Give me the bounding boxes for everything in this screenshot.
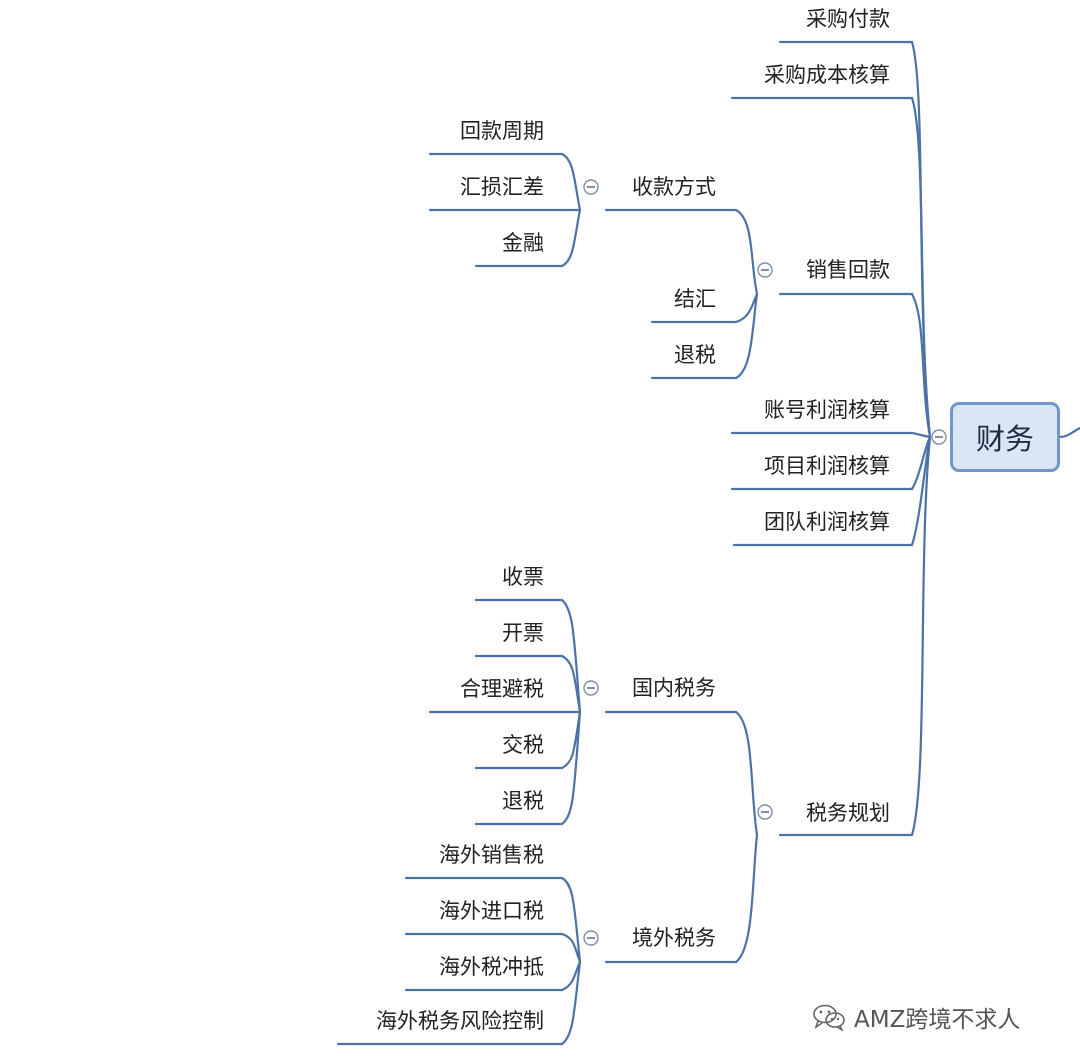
connector-purchase-cost bbox=[910, 96, 932, 439]
collapse-toggle-tax-planning[interactable] bbox=[756, 803, 774, 821]
connector-domestic-tax bbox=[734, 710, 759, 837]
wechat-icon bbox=[813, 1004, 845, 1031]
node-overseas-offset[interactable]: 海外税冲抵 bbox=[439, 955, 544, 979]
connector-finance bbox=[560, 208, 582, 268]
connector-account-profit bbox=[910, 431, 932, 439]
root-node[interactable]: 财务 bbox=[950, 402, 1060, 472]
node-pay-tax[interactable]: 交税 bbox=[502, 733, 544, 757]
node-fx-loss[interactable]: 汇损汇差 bbox=[460, 175, 544, 199]
node-purchase-cost[interactable]: 采购成本核算 bbox=[764, 63, 890, 87]
collapse-toggle-collection-method[interactable] bbox=[582, 178, 600, 196]
connector-tax-planning bbox=[910, 435, 932, 837]
connector-overseas-tax bbox=[734, 833, 759, 964]
node-tax-planning[interactable]: 税务规划 bbox=[806, 801, 890, 825]
connector-overseas-sales-tax bbox=[560, 876, 582, 964]
node-domestic-refund[interactable]: 退税 bbox=[502, 789, 544, 813]
collapse-toggle-domestic-tax[interactable] bbox=[582, 679, 600, 697]
root-right-connector bbox=[1058, 426, 1080, 439]
node-payback-cycle[interactable]: 回款周期 bbox=[460, 119, 544, 143]
node-domestic-tax[interactable]: 国内税务 bbox=[632, 676, 716, 700]
node-overseas-tax[interactable]: 境外税务 bbox=[632, 926, 716, 950]
node-project-profit[interactable]: 项目利润核算 bbox=[764, 454, 890, 478]
collapse-toggle-overseas-tax[interactable] bbox=[582, 929, 600, 947]
node-finance[interactable]: 金融 bbox=[502, 231, 544, 255]
node-account-profit[interactable]: 账号利润核算 bbox=[764, 398, 890, 422]
collapse-toggle-root[interactable] bbox=[930, 428, 948, 446]
connector-receive-invoice bbox=[560, 598, 582, 714]
connector-domestic-refund bbox=[560, 710, 582, 826]
node-sales-collection[interactable]: 销售回款 bbox=[806, 258, 890, 282]
node-overseas-sales-tax[interactable]: 海外销售税 bbox=[439, 843, 544, 867]
connector-sales-collection bbox=[910, 292, 932, 439]
node-overseas-risk[interactable]: 海外税务风险控制 bbox=[376, 1009, 544, 1033]
connector-issue-invoice bbox=[560, 654, 582, 714]
node-sales-tax-refund[interactable]: 退税 bbox=[674, 343, 716, 367]
node-issue-invoice[interactable]: 开票 bbox=[502, 621, 544, 645]
node-team-profit[interactable]: 团队利润核算 bbox=[764, 510, 890, 534]
node-settlement[interactable]: 结汇 bbox=[674, 287, 716, 311]
watermark-text: AMZ跨境不求人 bbox=[854, 1007, 1021, 1033]
watermark: AMZ跨境不求人 bbox=[812, 1000, 1020, 1034]
node-receive-invoice[interactable]: 收票 bbox=[502, 565, 544, 589]
node-tax-avoidance[interactable]: 合理避税 bbox=[460, 677, 544, 701]
node-collection-method[interactable]: 收款方式 bbox=[632, 175, 716, 199]
connector-sales-tax-refund bbox=[734, 292, 759, 380]
node-purchase-payment[interactable]: 采购付款 bbox=[806, 7, 890, 31]
connector-overseas-risk bbox=[560, 960, 582, 1046]
connector-overseas-import-tax bbox=[560, 932, 582, 964]
node-overseas-import-tax[interactable]: 海外进口税 bbox=[439, 899, 544, 923]
collapse-toggle-sales-collection[interactable] bbox=[756, 261, 774, 279]
root-label: 财务 bbox=[975, 422, 1034, 456]
connector-collection-method bbox=[734, 208, 759, 296]
connector-payback-cycle bbox=[560, 152, 582, 212]
